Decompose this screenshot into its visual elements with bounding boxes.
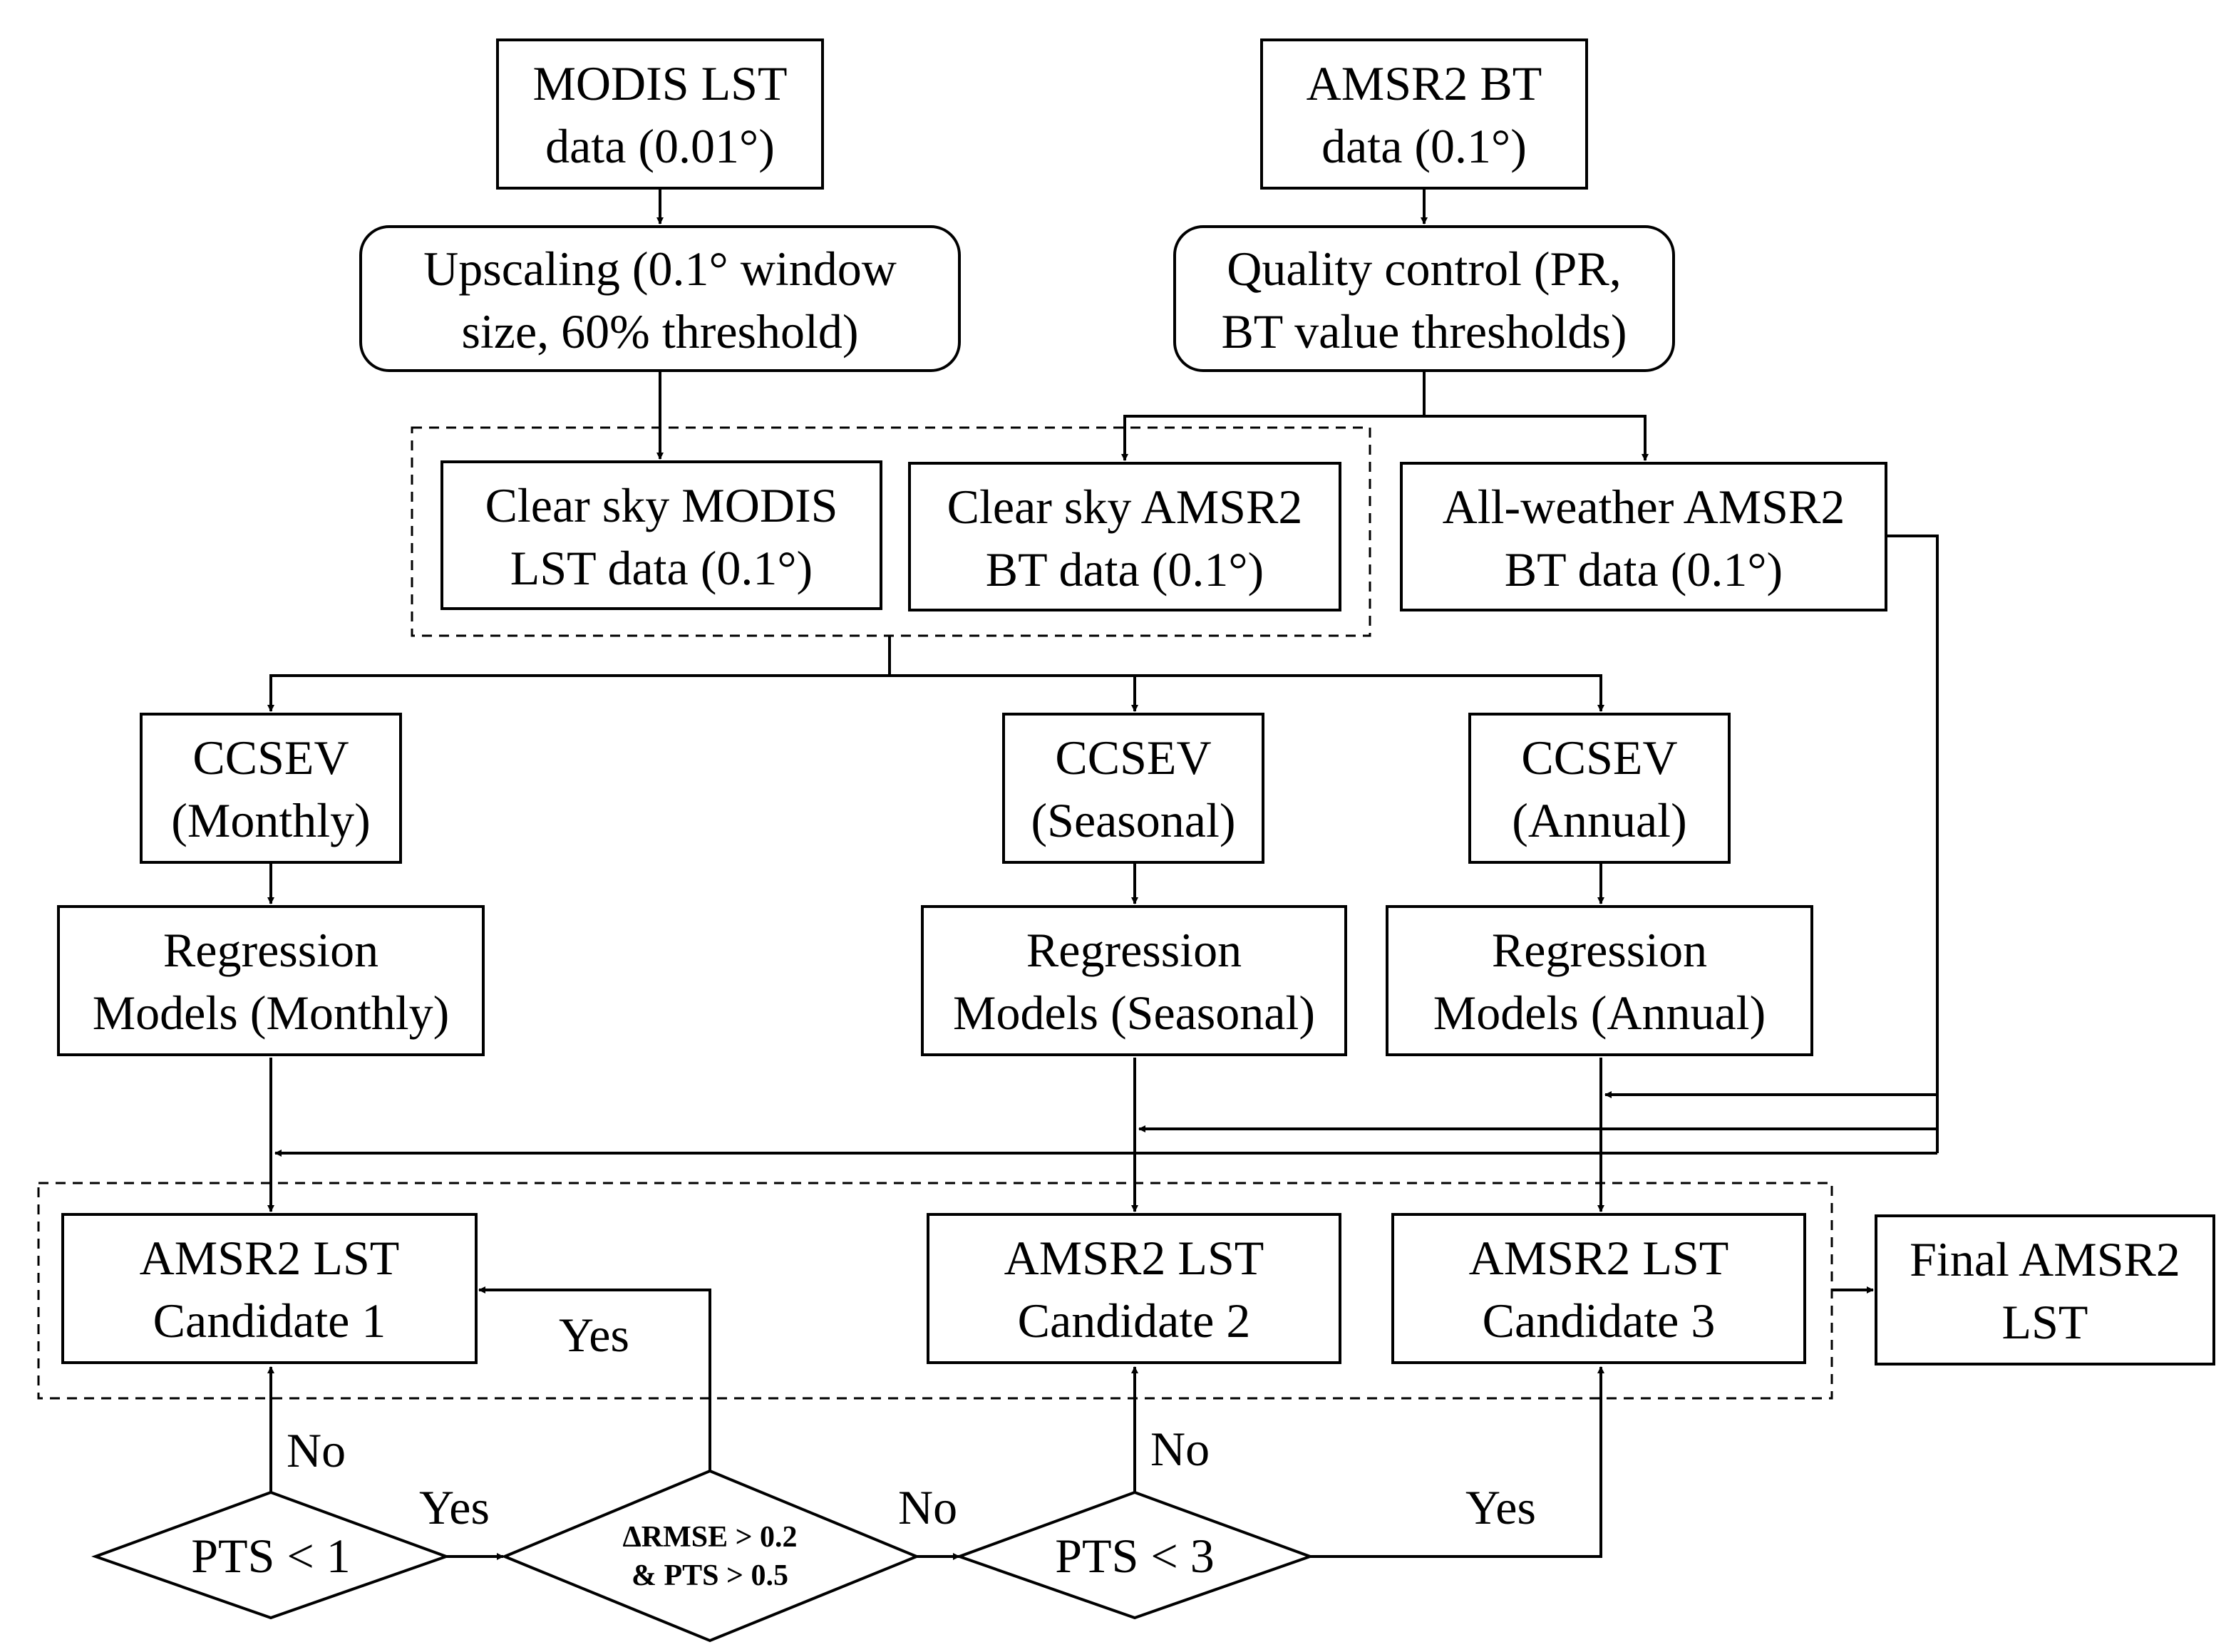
node-rmse-check: ΔRMSE > 0.2 & PTS > 0.5 <box>500 1469 921 1643</box>
node-final-lst-line1: Final AMSR2 <box>1910 1232 2180 1286</box>
node-reg-seasonal-line1: Regression <box>1026 923 1242 977</box>
node-quality-control-line2: BT value thresholds) <box>1221 304 1627 358</box>
edge-allweather-riser <box>1886 535 1939 1153</box>
node-clear-modis-line1: Clear sky MODIS <box>485 478 838 532</box>
node-reg-annual-line1: Regression <box>1492 923 1707 977</box>
node-candidate1-line2: Candidate 1 <box>153 1294 386 1348</box>
node-clear-modis: Clear sky MODIS LST data (0.1°) <box>440 460 882 610</box>
edge-clear-to-ccsev-annual <box>1135 674 1604 712</box>
edge-pts3-yes <box>1310 1366 1604 1558</box>
node-candidate2-line2: Candidate 2 <box>1018 1294 1251 1348</box>
edge-clear-to-ccsev-monthly <box>267 636 891 712</box>
node-quality-control: Quality control (PR, BT value thresholds… <box>1173 225 1675 372</box>
edges <box>267 188 1939 1560</box>
node-ccsev-monthly-line2: (Monthly) <box>171 793 371 847</box>
node-upscaling-line2: size, 60% threshold) <box>461 304 858 358</box>
node-modis-lst-line1: MODIS LST <box>532 56 787 110</box>
node-ccsev-annual-line1: CCSEV <box>1521 731 1677 785</box>
node-candidate1: AMSR2 LST Candidate 1 <box>61 1213 478 1364</box>
node-clear-amsr2-line2: BT data (0.1°) <box>986 542 1264 597</box>
edge-quality-to-allweather <box>1424 415 1649 461</box>
node-ccsev-annual-line2: (Annual) <box>1512 793 1686 847</box>
node-clear-amsr2-line1: Clear sky AMSR2 <box>947 480 1303 534</box>
node-quality-control-line1: Quality control (PR, <box>1227 242 1621 296</box>
node-candidate3-line2: Candidate 3 <box>1483 1294 1716 1348</box>
node-pts-lt-1: PTS < 1 <box>91 1490 450 1620</box>
node-ccsev-monthly: CCSEV (Monthly) <box>140 713 402 864</box>
node-pts-lt-3-label: PTS < 3 <box>1055 1529 1215 1583</box>
node-candidate3-line1: AMSR2 LST <box>1469 1231 1729 1285</box>
node-candidate2: AMSR2 LST Candidate 2 <box>927 1213 1341 1364</box>
node-modis-lst-line2: data (0.01°) <box>545 119 775 173</box>
edge-label-rmse-yes: Yes <box>559 1308 629 1362</box>
node-candidate2-line1: AMSR2 LST <box>1004 1231 1264 1285</box>
node-allweather-amsr2-line1: All-weather AMSR2 <box>1443 480 1845 534</box>
node-amsr2-bt: AMSR2 BT data (0.1°) <box>1260 38 1588 190</box>
edge-label-rmse-no: No <box>898 1480 957 1534</box>
node-ccsev-seasonal: CCSEV (Seasonal) <box>1002 713 1264 864</box>
node-ccsev-annual: CCSEV (Annual) <box>1468 713 1731 864</box>
node-amsr2-bt-line1: AMSR2 BT <box>1307 56 1542 110</box>
node-allweather-amsr2: All-weather AMSR2 BT data (0.1°) <box>1400 462 1887 611</box>
node-final-lst: Final AMSR2 LST <box>1875 1214 2215 1366</box>
node-clear-modis-line2: LST data (0.1°) <box>510 541 813 595</box>
node-ccsev-seasonal-line2: (Seasonal) <box>1031 793 1235 847</box>
node-reg-monthly-line2: Models (Monthly) <box>93 986 450 1040</box>
node-modis-lst: MODIS LST data (0.01°) <box>496 38 824 190</box>
node-final-lst-line2: LST <box>2002 1295 2088 1349</box>
node-ccsev-seasonal-line1: CCSEV <box>1055 731 1211 785</box>
node-amsr2-bt-line2: data (0.1°) <box>1321 119 1527 173</box>
node-reg-monthly-line1: Regression <box>163 923 378 977</box>
node-upscaling: Upscaling (0.1° window size, 60% thresho… <box>359 225 961 372</box>
edge-label-pts3-no: No <box>1150 1422 1210 1476</box>
node-reg-seasonal: Regression Models (Seasonal) <box>921 905 1347 1056</box>
edge-clear-to-ccsev-seasonal <box>890 674 1138 712</box>
node-clear-amsr2: Clear sky AMSR2 BT data (0.1°) <box>908 462 1341 611</box>
node-candidate1-line1: AMSR2 LST <box>140 1231 400 1285</box>
node-reg-annual-line2: Models (Annual) <box>1433 986 1766 1040</box>
node-pts-lt-1-label: PTS < 1 <box>191 1529 351 1583</box>
edge-label-pts1-yes: Yes <box>419 1480 490 1534</box>
edge-label-pts3-yes: Yes <box>1465 1480 1536 1534</box>
node-rmse-check-line2: & PTS > 0.5 <box>632 1559 788 1592</box>
node-reg-seasonal-line2: Models (Seasonal) <box>953 986 1315 1040</box>
node-allweather-amsr2-line2: BT data (0.1°) <box>1505 542 1783 597</box>
node-candidate3: AMSR2 LST Candidate 3 <box>1391 1213 1806 1364</box>
node-pts-lt-3: PTS < 3 <box>955 1490 1314 1620</box>
edge-quality-split <box>1121 371 1426 461</box>
edge-rmse-yes <box>478 1286 711 1471</box>
node-reg-annual: Regression Models (Annual) <box>1386 905 1813 1056</box>
node-ccsev-monthly-line1: CCSEV <box>192 731 349 785</box>
node-reg-monthly: Regression Models (Monthly) <box>57 905 485 1056</box>
node-upscaling-line1: Upscaling (0.1° window <box>423 242 897 296</box>
node-rmse-check-line1: ΔRMSE > 0.2 <box>622 1521 797 1554</box>
edge-label-pts1-no: No <box>287 1423 346 1477</box>
